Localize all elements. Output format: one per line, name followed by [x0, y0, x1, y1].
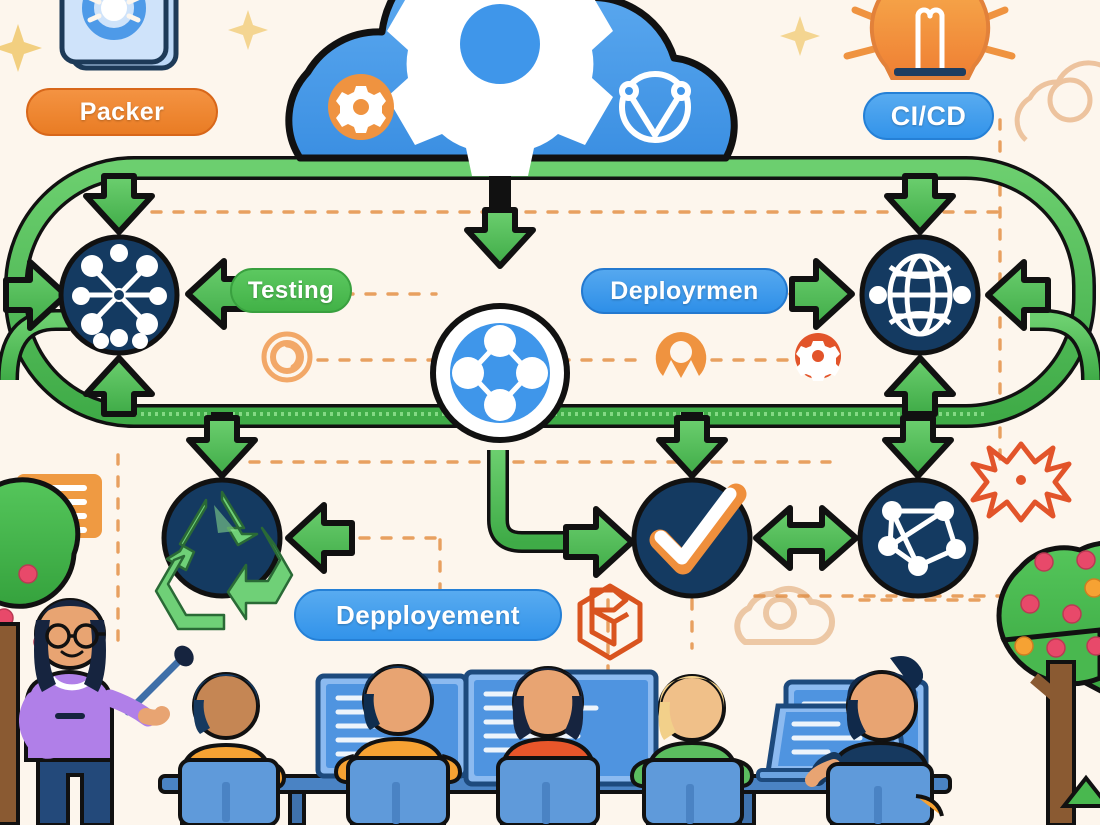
badge-cicd[interactable]: CI/CD — [863, 92, 994, 140]
delivery-triangle-icon — [619, 71, 691, 143]
recycle-icon — [154, 477, 294, 631]
badge-depployement[interactable]: Depployement — [294, 589, 562, 641]
attendee-1 — [178, 672, 287, 825]
check-circle-icon — [631, 477, 753, 599]
gear-icon — [328, 74, 394, 140]
hub-network-icon — [58, 234, 180, 356]
globe-network-icon — [859, 234, 981, 356]
graph-network-icon — [857, 477, 979, 599]
central-network-icon — [430, 303, 570, 443]
attendee-4 — [629, 674, 755, 825]
cloud-upload-icon — [734, 585, 836, 645]
badge-testing[interactable]: Testing — [230, 268, 352, 313]
cloud-outline-icon — [1014, 60, 1100, 142]
attendee-3 — [496, 666, 600, 825]
badge-packer[interactable]: Packer — [26, 88, 218, 136]
gear-icon — [795, 333, 841, 381]
attendee-2 — [333, 664, 463, 825]
attendee-5 — [805, 656, 944, 825]
shrub-icon — [1059, 774, 1100, 808]
sparkle-icon — [0, 10, 820, 72]
tree-left — [0, 477, 81, 825]
presenter — [19, 598, 194, 825]
ring-logo-icon — [261, 331, 313, 383]
badge-deployrmen[interactable]: Deployrmen — [581, 268, 788, 314]
packer-box-icon — [59, 0, 179, 71]
pipeline-arrowheads — [3, 173, 1051, 578]
package-box-icon — [577, 583, 643, 661]
tree-right — [996, 541, 1100, 825]
flower-icon — [970, 441, 1072, 523]
lightbulb-icon — [843, 0, 1016, 80]
ansible-logo-icon — [655, 332, 707, 378]
cloud-gear-icon — [285, 0, 738, 176]
